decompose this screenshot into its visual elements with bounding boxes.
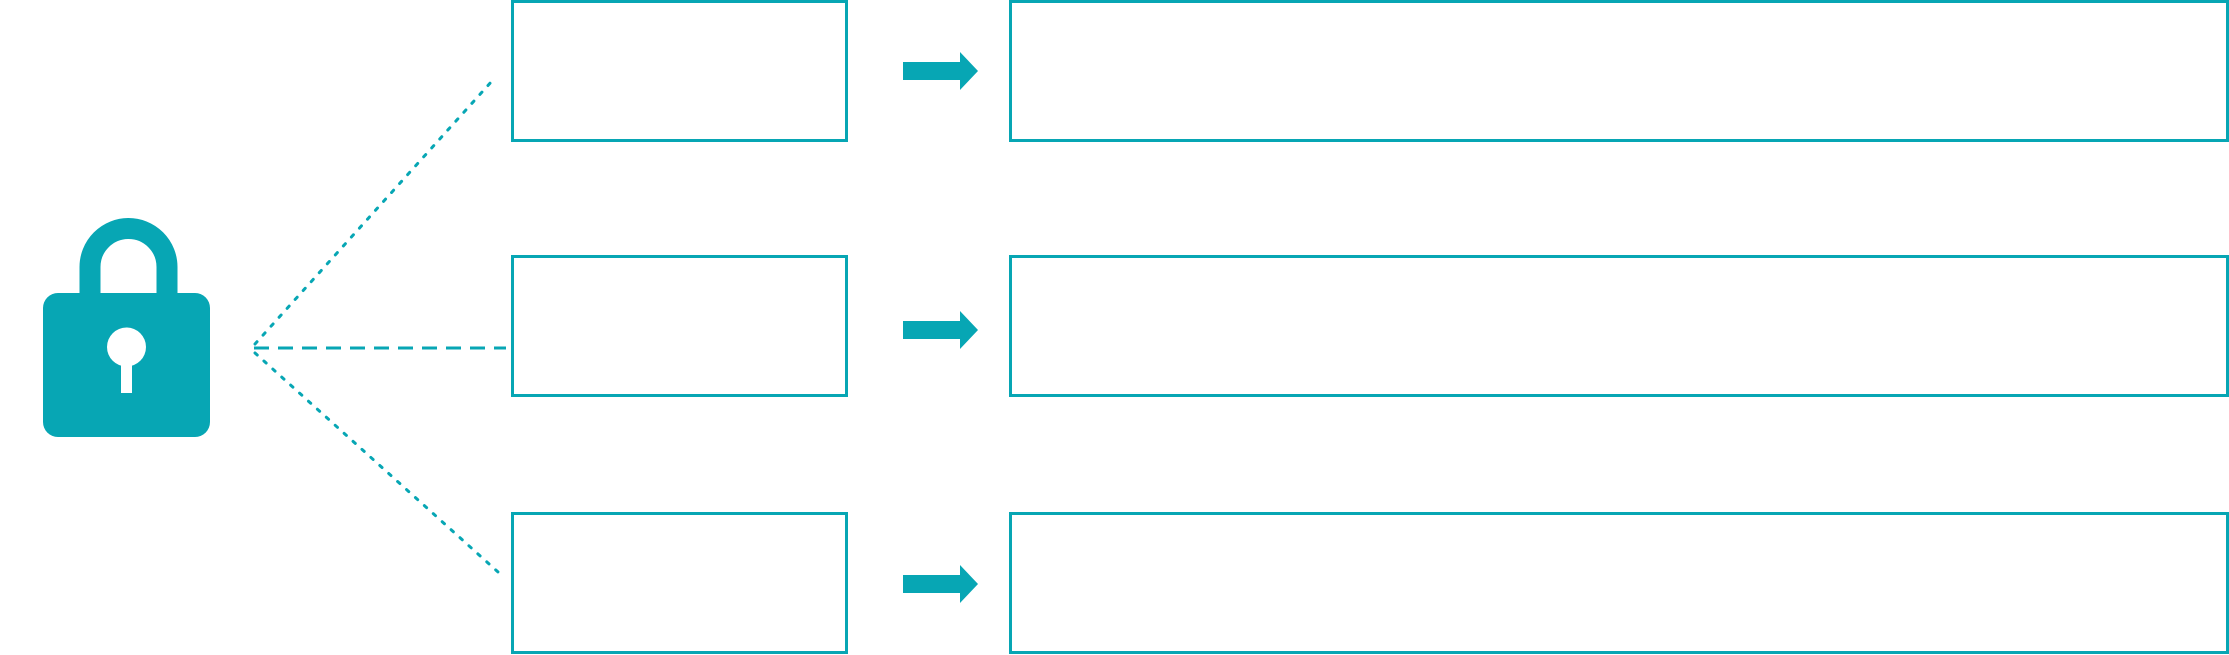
right-arrow-icon (903, 52, 978, 90)
source-box-1 (511, 0, 848, 142)
source-box-3 (511, 512, 848, 654)
target-box-3 (1009, 512, 2229, 654)
target-box-2 (1009, 255, 2229, 397)
padlock-icon (43, 218, 210, 437)
connector-top (253, 79, 494, 346)
right-arrow-icon (903, 311, 978, 349)
right-arrow-icon (903, 565, 978, 603)
source-box-2 (511, 255, 848, 397)
target-box-1 (1009, 0, 2229, 142)
connector-bottom (253, 351, 500, 574)
